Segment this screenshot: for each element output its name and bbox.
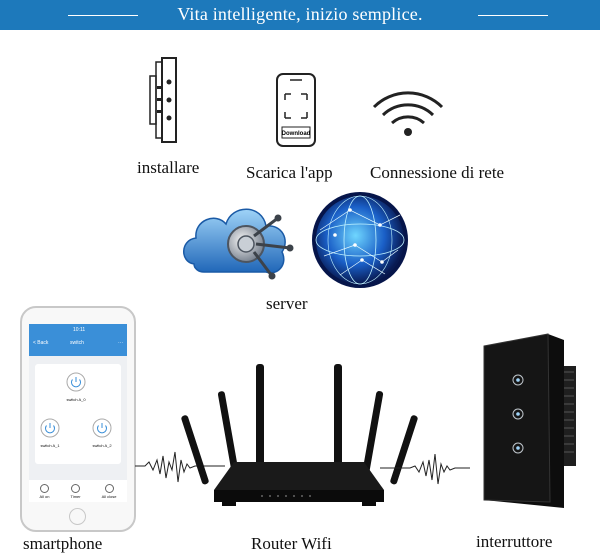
menu-button[interactable]: ··· xyxy=(118,340,123,346)
header-banner: Vita intelligente, inizio semplice. xyxy=(0,0,600,30)
banner-title: Vita intelligente, inizio semplice. xyxy=(177,4,423,24)
app-header: 10:11 < Back switch ··· xyxy=(29,324,127,356)
signal-wave-right-icon xyxy=(380,453,470,485)
smartphone-icon: 10:11 < Back switch ··· switch A_0 switc… xyxy=(20,306,136,532)
back-button[interactable]: < Back xyxy=(33,340,49,346)
status-time: 10:11 xyxy=(73,327,86,333)
step-label-install: installare xyxy=(137,158,200,177)
wall-switch-icon xyxy=(149,57,177,143)
step-label-download-app: Scarica l'app xyxy=(246,163,333,182)
device-label-router: Router Wifi xyxy=(251,534,332,553)
phone-screen: 10:11 < Back switch ··· switch A_0 switc… xyxy=(29,324,127,502)
switch-button-a0[interactable]: switch A_0 xyxy=(63,372,89,402)
banner-rule-left xyxy=(68,15,138,16)
tab-all-close-label: All close xyxy=(101,493,117,499)
step-label-network: Connessione di rete xyxy=(370,163,505,182)
wifi-icon xyxy=(372,91,444,136)
switch-label-a2: switch A_2 xyxy=(92,443,112,448)
device-label-smartphone: smartphone xyxy=(23,534,103,553)
phone-download-icon: Download xyxy=(276,73,316,147)
cloud-vault-icon xyxy=(183,208,294,280)
tab-all-on-label: All on xyxy=(39,493,50,499)
app-title: switch xyxy=(70,340,84,346)
tab-all-close[interactable]: All close xyxy=(101,483,117,499)
switch-label-a0: switch A_0 xyxy=(66,397,86,402)
home-button xyxy=(69,508,86,525)
tab-timer[interactable]: Timer xyxy=(70,483,81,499)
switch-label-a1: switch A_1 xyxy=(40,443,60,448)
switch-button-a1[interactable]: switch A_1 xyxy=(37,418,63,448)
switch-button-a2[interactable]: switch A_2 xyxy=(89,418,115,448)
tab-timer-label: Timer xyxy=(70,493,81,499)
server-label: server xyxy=(266,294,308,313)
router-icon xyxy=(181,364,418,506)
tab-all-on[interactable]: All on xyxy=(39,483,50,499)
signal-wave-left-icon xyxy=(135,451,225,483)
banner-rule-right xyxy=(478,15,548,16)
globe-network-icon xyxy=(312,192,408,288)
touch-switch-icon xyxy=(483,333,576,508)
device-label-switch: interruttore xyxy=(476,532,553,551)
bottom-tab-bar: All on Timer All close xyxy=(29,480,127,502)
download-text: Download xyxy=(282,131,311,137)
